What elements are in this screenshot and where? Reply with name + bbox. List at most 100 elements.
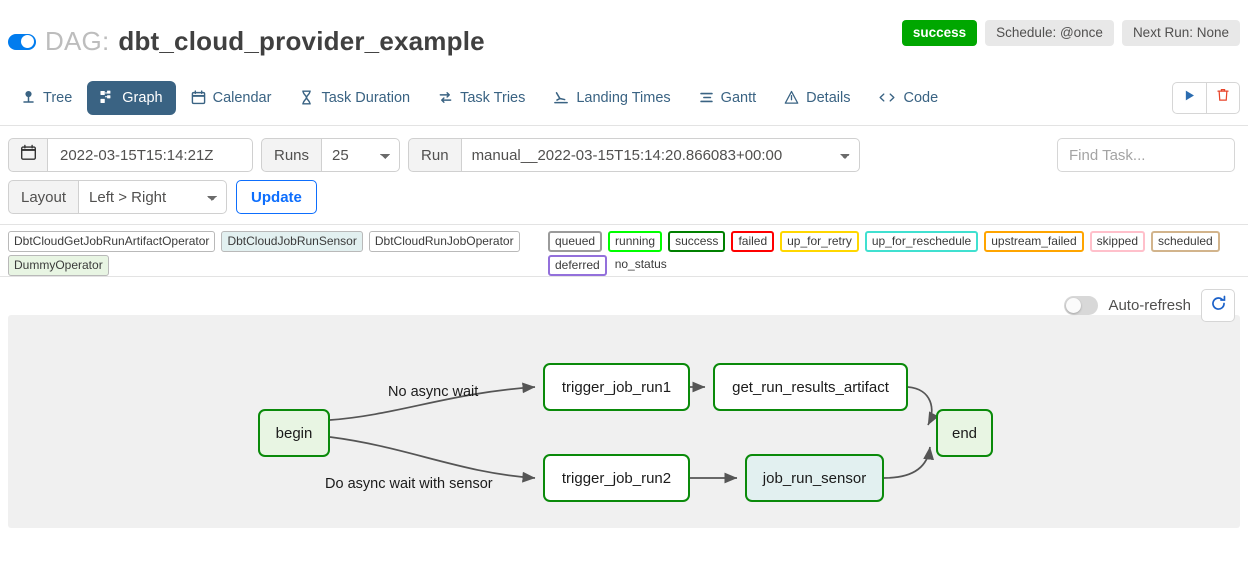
tab-gantt[interactable]: Gantt — [686, 81, 769, 115]
refresh-button[interactable] — [1201, 289, 1235, 322]
tab-actions — [1172, 81, 1240, 114]
tab-label: Task Tries — [460, 89, 526, 106]
run-label: Run — [408, 138, 462, 172]
dag-pause-toggle[interactable] — [8, 33, 36, 50]
tab-task-duration[interactable]: Task Duration — [286, 81, 423, 115]
state-legend: queued running success failed up_for_ret… — [548, 231, 1244, 276]
graph-icon — [100, 90, 115, 105]
hourglass-icon — [299, 90, 314, 105]
tab-label: Landing Times — [576, 89, 671, 106]
tab-landing-times[interactable]: Landing Times — [540, 81, 683, 115]
delete-dag-button[interactable] — [1206, 81, 1240, 114]
layout-label: Layout — [8, 180, 80, 214]
triangle-info-icon — [784, 90, 799, 105]
legend-operator[interactable]: DbtCloudRunJobOperator — [368, 231, 520, 252]
refresh-icon — [1210, 295, 1227, 317]
legend-state-upstream-failed[interactable]: upstream_failed — [984, 231, 1084, 252]
legend-state-scheduled[interactable]: scheduled — [1151, 231, 1220, 252]
dag-node-trigger-job-run2[interactable]: trigger_job_run2 — [543, 454, 690, 502]
dag-node-end[interactable]: end — [936, 409, 993, 457]
tab-details[interactable]: Details — [771, 81, 863, 115]
tab-label: Graph — [122, 89, 163, 106]
tab-list: Tree Graph — [8, 80, 951, 115]
legend-operator[interactable]: DbtCloudGetJobRunArtifactOperator — [8, 231, 216, 252]
dag-name: dbt_cloud_provider_example — [118, 26, 485, 56]
dag-node-begin[interactable]: begin — [258, 409, 330, 457]
filter-row-1: Runs 25 Run manual__2022-03-15T15:14:20.… — [8, 138, 1240, 172]
legend-state-up-for-reschedule[interactable]: up_for_reschedule — [864, 231, 979, 252]
landing-icon — [553, 90, 569, 105]
status-badge: success — [901, 20, 978, 46]
dag-status-group: success Schedule: @once Next Run: None — [901, 20, 1240, 46]
play-icon — [1183, 89, 1196, 107]
auto-refresh-label: Auto-refresh — [1108, 297, 1191, 314]
dag-title: DAG: dbt_cloud_provider_example — [8, 26, 485, 57]
tree-icon — [21, 90, 36, 105]
calendar-icon — [191, 90, 206, 105]
tab-calendar[interactable]: Calendar — [178, 81, 285, 115]
layout-group: Layout Left > Right — [8, 180, 228, 214]
dag-node-job-run-sensor[interactable]: job_run_sensor — [745, 454, 884, 502]
filter-row-2: Layout Left > Right Update — [8, 180, 1240, 214]
node-label: get_run_results_artifact — [732, 378, 889, 396]
execution-date-group — [8, 138, 253, 172]
layout-select[interactable]: Left > Right — [79, 180, 228, 214]
legend-bar: DbtCloudGetJobRunArtifactOperator DbtClo… — [0, 225, 1248, 277]
node-label: end — [951, 424, 978, 442]
next-run-badge: Next Run: None — [1121, 20, 1240, 46]
retry-icon — [438, 90, 453, 105]
trash-icon — [1216, 88, 1230, 107]
calendar-picker-button[interactable] — [8, 138, 48, 172]
schedule-badge[interactable]: Schedule: @once — [985, 20, 1114, 46]
calendar-icon — [20, 144, 37, 166]
dag-graph-canvas[interactable]: begin trigger_job_run1 get_run_results_a… — [8, 315, 1240, 528]
runs-group: Runs 25 — [261, 138, 401, 172]
tab-label: Calendar — [212, 89, 272, 106]
legend-state-failed[interactable]: failed — [731, 231, 775, 252]
tab-code[interactable]: Code — [865, 81, 951, 115]
tab-label: Task Duration — [321, 89, 411, 106]
dag-node-get-run-results-artifact[interactable]: get_run_results_artifact — [713, 363, 908, 411]
legend-operator[interactable]: DbtCloudJobRunSensor — [221, 231, 363, 252]
operator-legend: DbtCloudGetJobRunArtifactOperator DbtClo… — [8, 231, 538, 276]
gantt-icon — [699, 90, 714, 105]
tab-label: Code — [903, 89, 939, 106]
edge-label-do-async-wait: Do async wait with sensor — [325, 476, 493, 492]
tab-tree[interactable]: Tree — [8, 81, 85, 115]
legend-operator[interactable]: DummyOperator — [8, 255, 109, 276]
graph-toolbar: Auto-refresh — [1064, 289, 1235, 322]
find-task-input[interactable] — [1057, 138, 1235, 172]
legend-state-success[interactable]: success — [668, 231, 726, 252]
tab-label: Gantt — [720, 89, 757, 106]
node-label: job_run_sensor — [762, 469, 867, 487]
legend-state-no-status: no_status — [614, 257, 667, 271]
tab-graph[interactable]: Graph — [87, 80, 176, 115]
runs-select[interactable]: 25 — [322, 138, 401, 172]
run-group: Run manual__2022-03-15T15:14:20.866083+0… — [408, 138, 860, 172]
auto-refresh-toggle[interactable] — [1064, 296, 1099, 315]
legend-state-running[interactable]: running — [608, 231, 663, 252]
node-label: trigger_job_run1 — [561, 378, 672, 396]
node-label: begin — [275, 424, 313, 442]
trigger-dag-button[interactable] — [1172, 81, 1206, 114]
legend-state-deferred[interactable]: deferred — [548, 255, 607, 276]
view-tabbar: Tree Graph — [0, 70, 1248, 126]
page-header: DAG: dbt_cloud_provider_example success … — [0, 0, 1248, 70]
edge-label-no-async-wait: No async wait — [388, 384, 479, 400]
update-button[interactable]: Update — [236, 180, 317, 214]
graph-panel: Auto-refresh — [0, 277, 1248, 532]
tab-task-tries[interactable]: Task Tries — [425, 81, 538, 115]
legend-state-queued[interactable]: queued — [548, 231, 603, 252]
tab-label: Details — [806, 89, 851, 106]
legend-state-skipped[interactable]: skipped — [1089, 231, 1145, 252]
filter-bar: Runs 25 Run manual__2022-03-15T15:14:20.… — [0, 126, 1248, 225]
execution-date-input[interactable] — [48, 138, 253, 172]
tab-label: Tree — [43, 89, 73, 106]
code-icon — [878, 90, 896, 105]
legend-state-up-for-retry[interactable]: up_for_retry — [780, 231, 859, 252]
run-select[interactable]: manual__2022-03-15T15:14:20.866083+00:00 — [461, 138, 860, 172]
dag-label: DAG: — [45, 26, 110, 56]
dag-node-trigger-job-run1[interactable]: trigger_job_run1 — [543, 363, 690, 411]
runs-label: Runs — [261, 138, 323, 172]
node-label: trigger_job_run2 — [561, 469, 672, 487]
